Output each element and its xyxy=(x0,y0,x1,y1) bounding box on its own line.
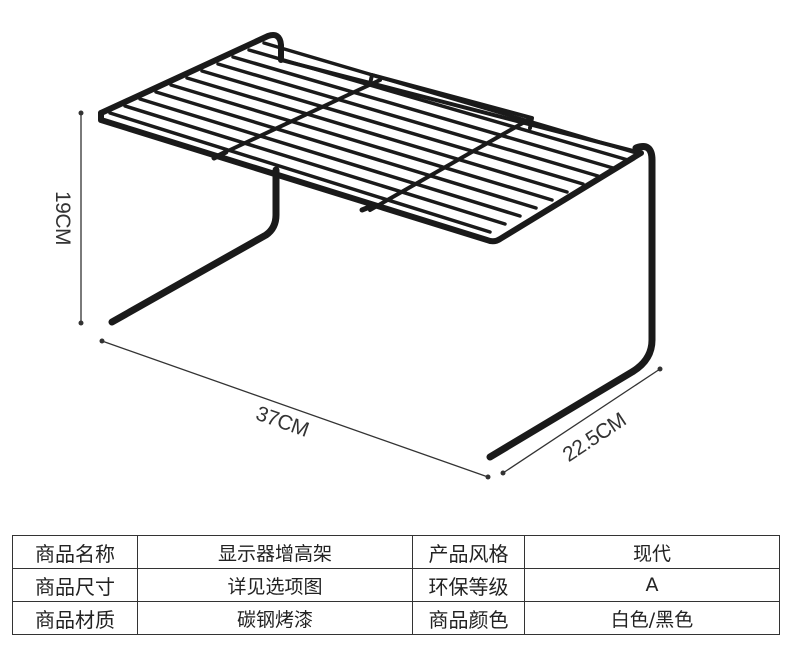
table-row: 商品名称 显示器增高架 产品风格 现代 xyxy=(12,535,780,569)
product-spec-table: 商品名称 显示器增高架 产品风格 现代 商品尺寸 详见选项图 环保等级 A 商品… xyxy=(12,535,780,635)
spec-key-product-size: 商品尺寸 xyxy=(12,568,138,602)
shelf-rack-drawing xyxy=(98,32,656,461)
spec-value-product-style: 现代 xyxy=(524,535,780,569)
spec-value-product-size: 详见选项图 xyxy=(137,568,413,602)
product-dimension-illustration: 19CM 37CM 22.5CM xyxy=(51,32,663,480)
spec-key-color: 商品颜色 xyxy=(412,601,525,635)
depth-dimension-label: 22.5CM xyxy=(559,409,631,467)
spec-value-product-name: 显示器增高架 xyxy=(137,535,413,569)
dimension-lines xyxy=(78,110,663,480)
spec-value-color: 白色/黑色 xyxy=(524,601,780,635)
table-row: 商品材质 碳钢烤漆 商品颜色 白色/黑色 xyxy=(12,601,780,635)
spec-key-material: 商品材质 xyxy=(12,601,138,635)
spec-key-eco-grade: 环保等级 xyxy=(412,568,525,602)
height-dimension-label: 19CM xyxy=(51,191,74,245)
spec-value-material: 碳钢烤漆 xyxy=(137,601,413,635)
spec-value-eco-grade: A xyxy=(524,568,780,602)
width-dimension-label: 37CM xyxy=(253,402,312,442)
spec-key-product-style: 产品风格 xyxy=(412,535,525,569)
spec-key-product-name: 商品名称 xyxy=(12,535,138,569)
table-row: 商品尺寸 详见选项图 环保等级 A xyxy=(12,568,780,602)
